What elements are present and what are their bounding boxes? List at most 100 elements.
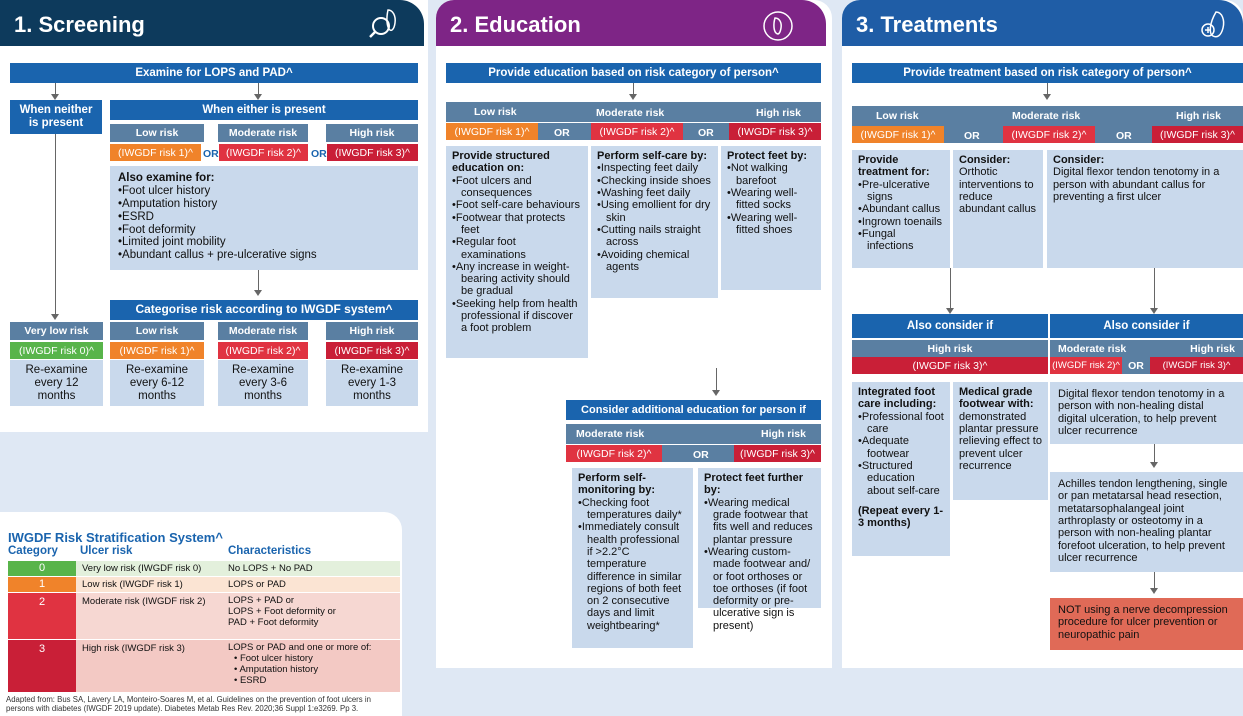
list-item: Pre-ulcerative signs — [858, 179, 944, 204]
digital-tenotomy-box: Digital flexor tendon tenotomy in a pers… — [1050, 382, 1243, 444]
or-label: OR — [554, 127, 570, 139]
list-item: Foot ulcers and consequences — [452, 175, 582, 200]
protect-further-title: Protect feet further by: — [704, 472, 804, 497]
edu-low-box: Provide structured education on: Foot ul… — [446, 146, 588, 358]
edu-high-risk-label: High risk — [756, 107, 801, 119]
list-item: Limited joint mobility — [118, 236, 410, 249]
treat-moderate-text: Orthotic interventions to reduce abundan… — [959, 166, 1037, 216]
legend-header-category: Category — [8, 545, 58, 557]
neither-present-header: When neither is present — [10, 100, 102, 134]
or-label: OR — [311, 148, 327, 160]
self-monitoring-title: Perform self-monitoring by: — [578, 472, 655, 497]
trt-low-risk-label: Low risk — [876, 110, 919, 122]
or-label: OR — [693, 449, 709, 461]
cat-risk1-pill: (IWGDF risk 1)^ — [110, 342, 204, 359]
also-consider-mod-high-header: Also consider if — [1050, 314, 1243, 338]
legend-risk-1: Low risk (IWGDF risk 1) — [82, 579, 183, 590]
edu-high-box: Protect feet by: Not walking barefoot We… — [721, 146, 821, 290]
screening-risk1-pill: (IWGDF risk 1)^ — [110, 144, 201, 161]
list-item: Checking inside shoes — [597, 175, 712, 187]
legend-row-1: 1 Low risk (IWGDF risk 1) LOPS or PAD — [8, 577, 400, 592]
screening-title: 1. Screening — [14, 12, 145, 37]
treatments-title-bar: 3. Treatments — [842, 0, 1243, 46]
list-item: Fungal infections — [858, 228, 944, 253]
or-label: OR — [698, 127, 714, 139]
list-item: ESRD — [118, 211, 410, 224]
list-item: Avoiding chemical agents — [597, 249, 712, 274]
examine-header: Examine for LOPS and PAD^ — [10, 63, 418, 83]
either-present-header: When either is present — [110, 100, 418, 120]
integrated-care-title: Integrated foot care including: — [858, 386, 937, 411]
legend-row-3: 3 High risk (IWGDF risk 3) LOPS or PAD a… — [8, 640, 400, 692]
education-panel: 2. Education Provide education based on … — [436, 0, 832, 668]
also-examine-box: Also examine for: Foot ulcer history Amp… — [110, 166, 418, 270]
integrated-care-repeat: (Repeat every 1-3 months) — [858, 504, 943, 530]
screening-low-risk-label: Low risk — [110, 124, 204, 142]
foot-icon — [763, 11, 793, 41]
edu-moderate-box: Perform self-care by: Inspecting feet da… — [591, 146, 718, 298]
also1-high-risk-label: High risk — [852, 340, 1048, 357]
trt-high-risk-label: High risk — [1176, 110, 1221, 122]
list-item: Professional foot care — [858, 411, 944, 436]
also-consider-high-header: Also consider if — [852, 314, 1048, 338]
foot-magnifier-icon — [369, 9, 396, 38]
add-high-risk-label: High risk — [761, 428, 806, 440]
self-monitoring-box: Perform self-monitoring by: Checking foo… — [572, 468, 693, 648]
edu-risk3-pill: (IWGDF risk 3)^ — [729, 123, 821, 140]
education-title: 2. Education — [450, 12, 581, 37]
list-item: Foot deformity — [118, 224, 410, 237]
list-item: Not walking barefoot — [727, 162, 815, 187]
list-item: Wearing well-fitted shoes — [727, 212, 815, 237]
legend-char-2: LOPS + PAD or LOPS + Foot deformity or P… — [228, 595, 336, 628]
edu-moderate-risk-label: Moderate risk — [596, 107, 665, 119]
trt-risk2-pill: (IWGDF risk 2)^ — [1003, 126, 1095, 143]
treatments-title: 3. Treatments — [856, 12, 998, 37]
medical-footwear-title: Medical grade footwear with: — [959, 386, 1034, 411]
list-item: Abundant callus + pre-ulcerative signs — [118, 249, 410, 262]
screening-title-bar: 1. Screening — [0, 0, 424, 46]
cat-high-label: High risk — [326, 322, 418, 340]
or-label: OR — [1116, 130, 1132, 142]
list-item: • Foot ulcer history — [234, 652, 313, 664]
integrated-care-box: Integrated foot care including: Professi… — [852, 382, 950, 556]
also2-or-band: OR — [1122, 357, 1150, 374]
trt-risk1-pill: (IWGDF risk 1)^ — [852, 126, 944, 143]
screening-high-risk-label: High risk — [326, 124, 418, 142]
list-item: Cutting nails straight across — [597, 224, 712, 249]
legend-cat-2: 2 — [8, 593, 76, 639]
screening-risk2-pill: (IWGDF risk 2)^ — [219, 144, 308, 161]
trt-risk-band: Low risk — [852, 106, 1243, 126]
medical-footwear-text: demonstrated plantar pressure relieving … — [959, 410, 1042, 472]
list-item: Immediately consult health professional … — [578, 521, 687, 632]
legend-cat-3: 3 — [8, 640, 76, 692]
list-item: Wearing medical grade footwear that fits… — [704, 497, 815, 546]
list-item: • ESRD — [234, 674, 267, 686]
legend-char-0: No LOPS + No PAD — [228, 563, 313, 574]
legend-char-3: LOPS or PAD and one or more of: • Foot u… — [228, 642, 371, 687]
cat-moderate-label: Moderate risk — [218, 322, 308, 340]
list-item: Seeking help from health professional if… — [452, 298, 582, 335]
list-item: Checking foot temperatures daily* — [578, 497, 687, 522]
screening-moderate-risk-label: Moderate risk — [218, 124, 308, 142]
treat-low-title: Provide treatment for: — [858, 154, 930, 179]
provide-treatment-header: Provide treatment based on risk category… — [852, 63, 1243, 83]
edu-moderate-title: Perform self-care by: — [597, 150, 708, 162]
edu-low-title: Provide structured education on: — [452, 150, 550, 175]
legend-risk-0: Very low risk (IWGDF risk 0) — [82, 563, 202, 574]
legend-panel: IWGDF Risk Stratification System^ Catego… — [0, 512, 402, 716]
protect-further-box: Protect feet further by: Wearing medical… — [698, 468, 821, 632]
legend-char-1: LOPS or PAD — [228, 579, 286, 590]
legend-row-0: 0 Very low risk (IWGDF risk 0) No LOPS +… — [8, 561, 400, 576]
or-label: OR — [203, 148, 219, 160]
list-item: Inspecting feet daily — [597, 162, 712, 174]
foot-plus-icon — [1201, 11, 1225, 38]
cat-risk3-pill: (IWGDF risk 3)^ — [326, 342, 418, 359]
list-item: Any increase in weight-bearing activity … — [452, 261, 582, 298]
legend-risk-3: High risk (IWGDF risk 3) — [82, 643, 185, 654]
or-label: OR — [1128, 359, 1144, 372]
list-item: Ingrown toenails — [858, 216, 944, 228]
also2-high-risk-label: High risk — [1190, 342, 1235, 355]
also1-risk3-pill: (IWGDF risk 3)^ — [852, 357, 1048, 374]
cat-low-label: Low risk — [110, 322, 204, 340]
also2-risk2-pill: (IWGDF risk 2)^ — [1050, 357, 1122, 374]
